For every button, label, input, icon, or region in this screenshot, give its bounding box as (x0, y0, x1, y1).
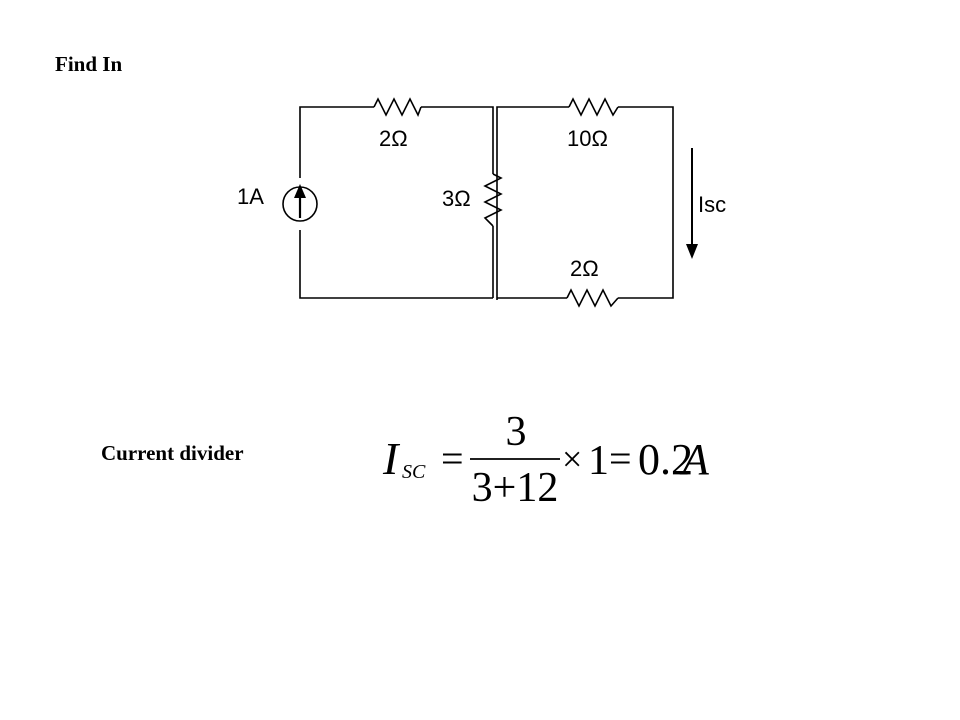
equation: I SC = 3 3+12 × 1 = 0.2 A (382, 409, 710, 511)
equation-multiplier: 1 (588, 438, 609, 484)
wire-top-left (299, 106, 374, 178)
page-title: Find In (55, 52, 123, 76)
equation-lhs-subscript: SC (402, 461, 426, 483)
source-label: 1A (237, 184, 264, 209)
isc-arrow-head (686, 244, 698, 259)
equation-equals-1: = (441, 436, 464, 481)
current-source (282, 184, 318, 222)
equation-numerator: 3 (506, 409, 527, 455)
equation-lhs-symbol: I (382, 433, 401, 484)
current-label: Isc (698, 192, 726, 217)
wire-top-right-left (496, 106, 569, 300)
resistor-top-left-label: 2Ω (379, 126, 408, 151)
resistor-middle (483, 173, 503, 227)
circuit-wires (299, 106, 674, 300)
resistor-top-right-label: 10Ω (567, 126, 608, 151)
resistor-top-left (373, 97, 422, 117)
resistors (373, 97, 619, 308)
method-label: Current divider (101, 441, 244, 465)
resistor-bottom-right (566, 288, 619, 308)
resistor-bottom-right-label: 2Ω (570, 256, 599, 281)
wire-top-right-right (618, 106, 674, 299)
equation-times: × (562, 439, 582, 479)
equation-result-value: 0.2 (638, 435, 693, 484)
resistor-middle-label: 3Ω (442, 186, 471, 211)
equation-equals-2: = (609, 436, 632, 481)
resistor-top-right (568, 97, 619, 117)
wire-top-left-to-node (421, 106, 494, 174)
equation-denominator: 3+12 (472, 465, 559, 511)
equation-result-unit: A (679, 435, 710, 484)
isc-arrow (686, 148, 698, 259)
current-source-arrow-head (294, 184, 306, 198)
wire-bottom-left (299, 230, 493, 299)
